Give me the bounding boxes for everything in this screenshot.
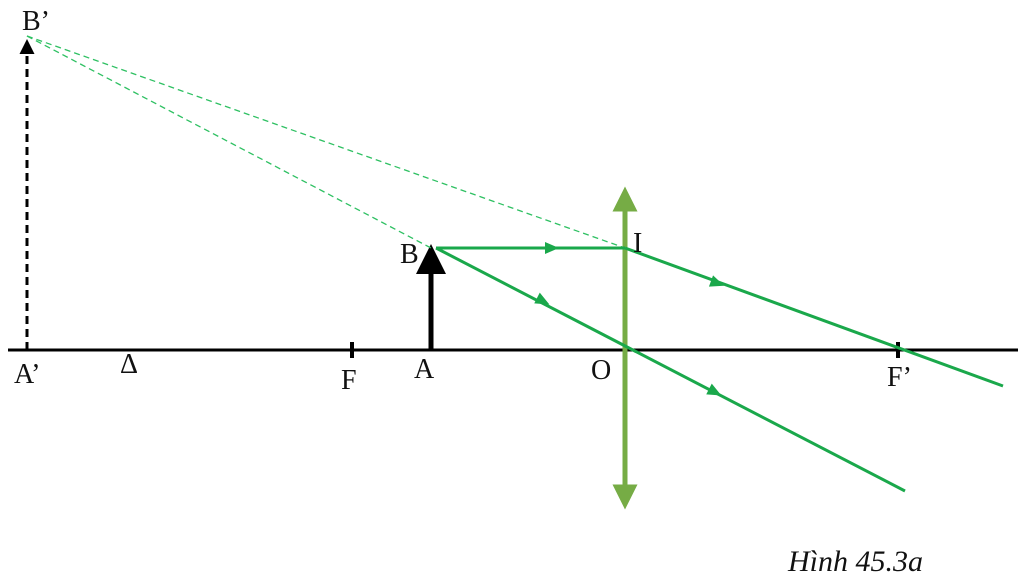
ray-parallel-refracted [624,246,1004,388]
label-f: F [341,365,357,396]
label-delta: Δ [120,349,139,380]
ray-direction-arrow [706,383,722,396]
ray-through-center [435,246,906,493]
ray-direction-arrow [545,242,559,254]
label-a: A [414,354,435,385]
figure-caption: Hình 45.3a [788,545,923,578]
ray-direction-arrow [534,292,550,305]
label-f-prime: F’ [887,362,912,393]
extension-line-through-i [26,35,626,249]
label-i: I [633,228,643,259]
ray-direction-arrow [708,275,725,287]
label-a-prime: A’ [14,359,41,390]
label-b: B [400,239,419,270]
label-b-prime: B’ [22,6,50,37]
extension-line-through-b [26,35,432,249]
label-o: O [591,355,612,386]
